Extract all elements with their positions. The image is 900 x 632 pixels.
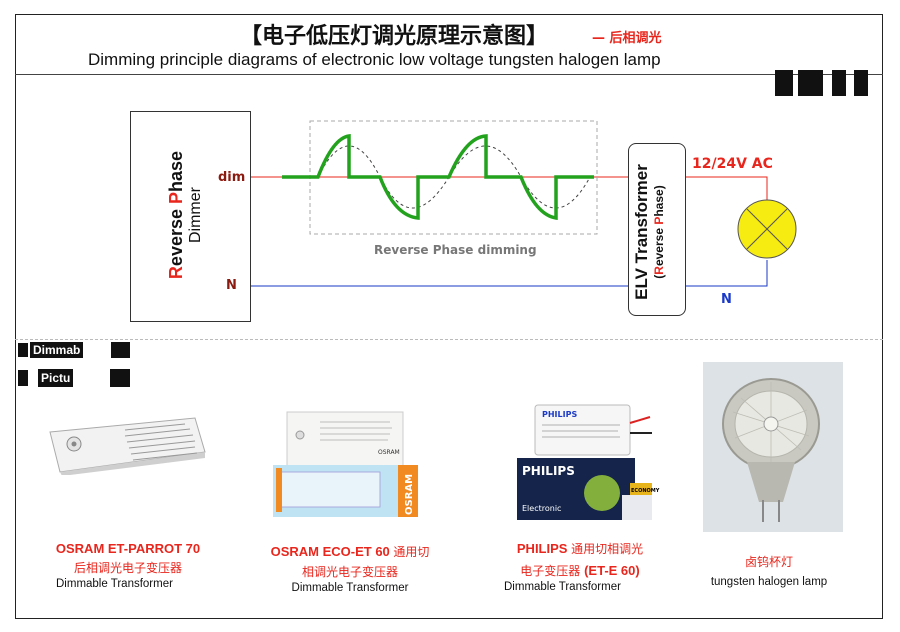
box-stripe	[276, 468, 282, 512]
elv-open: (	[652, 274, 666, 279]
ac-voltage-label: 12/24V AC	[692, 156, 773, 172]
economy-badge	[630, 483, 652, 495]
box-side	[622, 495, 652, 520]
product-top-unit	[286, 411, 404, 468]
product-caption: Dimmable Transformer	[504, 581, 621, 593]
page-title-suffix: — 后相调光	[592, 31, 662, 46]
dim-label: dim	[218, 170, 246, 185]
page-frame	[15, 14, 883, 619]
lamp-symbol	[737, 199, 797, 259]
lamp-capsule	[763, 416, 779, 432]
product-caption-2: OSRAM ECO-ET 60 通用切 相调光电子变压器 Dimmable Tr…	[250, 541, 450, 594]
osram-eco-et-photo: OSRAM OSRAM	[273, 411, 418, 517]
product-subtitle-a: 电子变压器	[520, 564, 585, 578]
osram-mini-logo: OSRAM	[378, 449, 400, 456]
dimmer-line1: Reverse Phase	[166, 145, 187, 285]
product-title-b: 通用切相调光	[571, 542, 644, 556]
page-title-en: Dimming principle diagrams of electronic…	[88, 50, 661, 69]
glitch-label-1: Dimmab	[30, 342, 84, 358]
product-subtitle: 电子变压器 (ET-E 60)	[490, 560, 670, 579]
box-panel	[279, 471, 381, 508]
product-title-a: PHILIPS	[516, 541, 572, 556]
halogen-lamp-photo	[703, 362, 843, 532]
elv-everse: everse	[652, 224, 666, 267]
product-caption: Dimmable Transformer	[291, 582, 409, 594]
philips-box-logo: PHILIPS	[522, 464, 575, 478]
glitch-block	[18, 370, 28, 386]
product-title: OSRAM ET-PARROT 70	[55, 541, 201, 556]
glitch-block	[832, 70, 846, 96]
product-caption-4: 卤钨杯灯 tungsten halogen lamp	[694, 553, 844, 588]
wire-red	[629, 416, 651, 424]
elv-r: R	[652, 266, 666, 275]
waveform-green	[282, 134, 594, 221]
glitch-block	[775, 70, 793, 96]
glitch-label-2: Pictu	[38, 369, 74, 387]
lamp-neck	[747, 462, 795, 502]
product-subtitle: 后相调光电子变压器	[73, 561, 182, 575]
dimmer-hase: hase	[166, 150, 186, 192]
economy-badge-text: ECONOMY	[631, 488, 660, 494]
section-separator	[15, 339, 883, 340]
dimmer-rest: everse	[166, 204, 186, 267]
philips-et-e60-photo: PHILIPS PHILIPS Electronic ECONOMY	[517, 404, 660, 520]
elv-transformer-label: ELV Transformer (Reverse Phase)	[632, 145, 682, 319]
glitch-block	[18, 343, 28, 357]
product-top-unit	[534, 404, 631, 456]
neutral-label-left: N	[226, 278, 237, 293]
dimmer-p: P	[166, 191, 186, 204]
waveform-caption: Reverse Phase dimming	[374, 243, 537, 257]
glitch-block	[111, 342, 130, 358]
reverse-phase-wave	[282, 134, 594, 221]
osram-et-parrot-photo	[49, 417, 206, 475]
title-divider	[15, 74, 883, 75]
product-title: PHILIPS 通用切相调光	[490, 538, 670, 557]
philips-box-label: Electronic	[522, 504, 561, 513]
philips-mini-logo: PHILIPS	[542, 410, 577, 419]
product-caption-3: PHILIPS 通用切相调光 电子变压器 (ET-E 60) Dimmable …	[490, 538, 670, 593]
box-graphic	[584, 475, 620, 511]
product-title-b: 通用切	[393, 545, 430, 559]
elv-transformer-box	[628, 143, 686, 316]
product-subtitle-b: (ET-E 60)	[584, 563, 640, 578]
product-title: OSRAM ECO-ET 60 通用切	[250, 541, 450, 560]
glitch-block	[798, 70, 823, 96]
screw-icon	[295, 430, 305, 440]
box-side-orange	[398, 465, 418, 517]
glitch-block	[854, 70, 868, 96]
product-caption-1: OSRAM ET-PARROT 70 后相调光电子变压器 Dimmable Tr…	[28, 541, 228, 590]
product-caption: Dimmable Transformer	[56, 578, 173, 590]
dimmer-line2: Dimmer	[187, 187, 204, 243]
dimmer-label: Reverse Phase Dimmer	[166, 145, 216, 285]
neutral-label-right: N	[721, 292, 732, 307]
page-title-cn: 【电子低压灯调光原理示意图】	[240, 24, 549, 49]
elv-p: P	[652, 216, 666, 225]
product-subtitle: 卤钨杯灯	[744, 555, 793, 569]
glitch-block	[110, 369, 130, 387]
elv-line2: (Reverse Phase)	[652, 145, 666, 319]
lamp-cross	[746, 208, 788, 250]
elv-hase: hase)	[652, 185, 666, 217]
screw-icon	[71, 441, 77, 447]
dim-line-right	[686, 176, 768, 200]
dimmer-box	[130, 111, 251, 322]
product-subtitle: 相调光电子变压器	[301, 565, 398, 579]
elv-line1: ELV Transformer	[632, 164, 651, 300]
dimmer-r: R	[166, 266, 186, 280]
product-side	[60, 452, 205, 475]
osram-box-logo: OSRAM	[404, 474, 415, 515]
product-title-a: OSRAM ECO-ET 60	[270, 544, 394, 559]
neutral-line-right	[686, 260, 768, 287]
product-caption: tungsten halogen lamp	[710, 576, 828, 588]
